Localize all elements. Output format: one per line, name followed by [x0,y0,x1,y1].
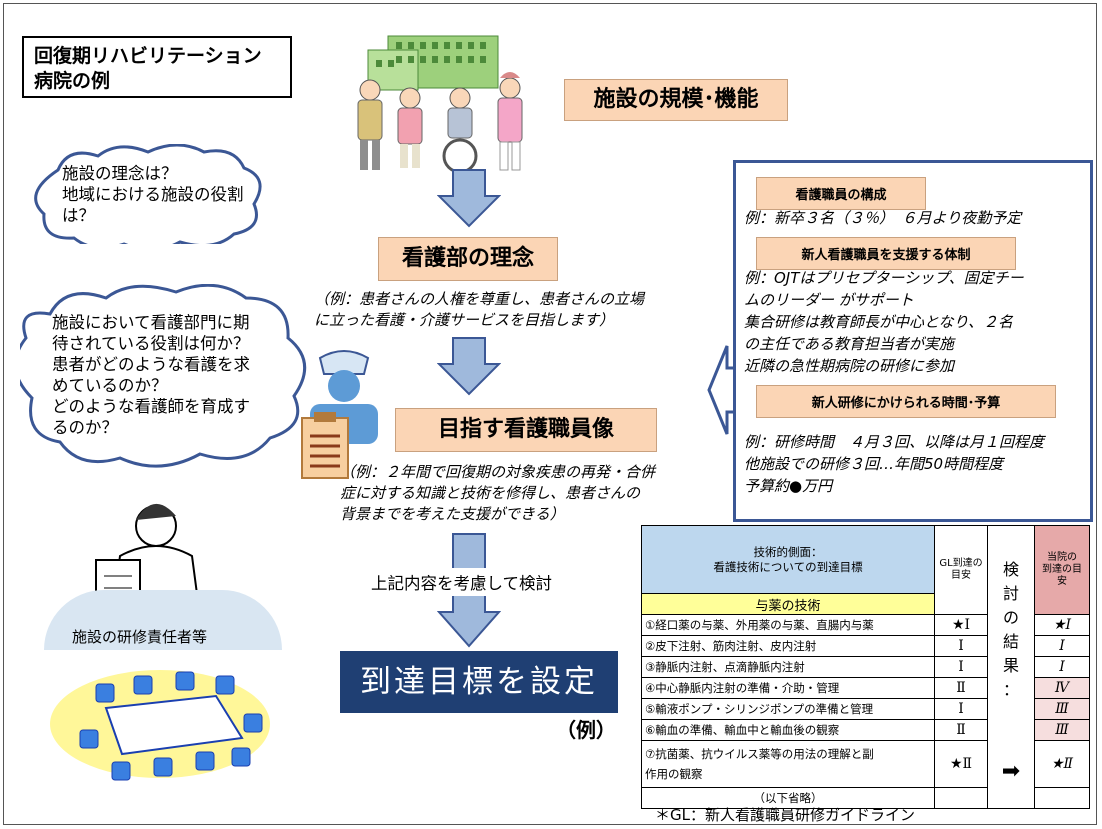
table-row: ⑦抗菌薬、抗ウイルス薬等の用法の理解と副 作用の観察 ★Ⅱ ★Ⅱ [641,740,1090,788]
person-nurse-icon [497,72,523,171]
table-row: ④中心静脈内注射の準備・介助・管理 Ⅱ Ⅳ [641,677,1090,699]
wheelchair-patient-icon [442,87,478,174]
page-title: 回復期リハビリテーション 病院の例 [22,36,292,98]
ideal-nurse-box: 目指す看護職員像 [395,408,657,452]
nurse-illustration [301,350,378,479]
person-caregiver-icon [397,87,423,168]
table-row: ②皮下注射、筋肉注射、皮内注射 Ⅰ Ⅰ [641,635,1090,657]
consider-text: 上記内容を考慮して検討 [367,568,557,596]
table-result-column: 検 討 の 結 果 ： ➡ [987,525,1035,809]
facility-scale-function-box: 施設の規模･機能 [564,79,788,121]
ideal-example-note: （例：２年間で回復期の対象疾患の再発・合併 症に対する知識と技術を修得し、患者さ… [340,463,656,523]
competency-table: 技術的側面： 看護技術についての到達目標 GL到達の 目安 検 討 の 結 果 … [641,525,1090,809]
table-header-hospital: 当院の 到達の目安 [1034,525,1090,615]
example-label: （例） [556,718,616,742]
down-arrow-icon [437,169,501,228]
training-time-budget-label: 新人研修にかけられる時間･予算 [756,385,1056,418]
thought-cloud-2 [20,284,307,468]
nursing-philosophy-box: 看護部の理念 [378,237,558,281]
cloud-1-text: 施設の理念は？ 地域における施設の役割 は？ [62,164,244,225]
table-footer: （以下省略） [641,787,935,809]
set-goal-box: 到達目標を設定 [340,651,618,713]
support-system-text: 例：OJTはプリセプターシップ、固定チー ムのリーダー がサポート 集合研修は教… [744,269,1024,375]
table-row: ⑤輸液ポンプ・シリンジポンプの準備と管理 Ⅰ Ⅲ [641,698,1090,720]
meeting-room-illustration [50,670,270,781]
right-arrow-icon: ➡ [1001,759,1021,784]
conditions-panel: 看護職員の構成 例：新卒３名（３％） ６月より夜勤予定 新人看護職員を支援する体… [733,160,1093,522]
hospital-building-icon [367,35,499,91]
thought-cloud-1 [34,144,262,244]
trainer-label-bg [44,590,282,650]
person-elder-icon [357,79,383,170]
trainer-label: 施設の研修責任者等 [72,628,208,646]
down-arrow-icon [437,337,501,396]
footnote: ＊GL：新人看護職員研修ガイドライン [655,806,915,824]
hospital-people-illustration [357,35,523,174]
table-subheader: 与薬の技術 [641,593,935,615]
table-header-result: 検 討 の 結 果 ： [1002,560,1019,699]
staff-composition-label: 看護職員の構成 [756,177,926,210]
training-time-budget-text: 例：研修時間 ４月３回、以降は月１回程度 他施設での研修３回…年間50時間程度 … [744,433,1045,495]
table-icon [104,694,244,756]
table-header-main: 技術的側面： 看護技術についての到達目標 [641,525,935,594]
outer-frame [3,3,1097,825]
table-row: ⑥輸血の準備、輸血中と輸血後の観察 Ⅱ Ⅲ [641,719,1090,741]
philosophy-example-note: （例：患者さんの人権を尊重し、患者さんの立場 に立った看護・介護サービスを目指し… [314,290,645,329]
table-header-gl: GL到達の 目安 [934,525,988,615]
cloud-2-text: 施設において看護部門に期 待されている役割は何か？ 患者がどのような看護を求 め… [52,313,250,437]
table-row: ①経口薬の与薬、外用薬の与薬、直腸内与薬 ★Ⅰ ★Ⅰ [641,614,1090,636]
staff-composition-text: 例：新卒３名（３％） ６月より夜勤予定 [744,209,1022,227]
support-system-label: 新人看護職員を支援する体制 [756,237,1016,270]
